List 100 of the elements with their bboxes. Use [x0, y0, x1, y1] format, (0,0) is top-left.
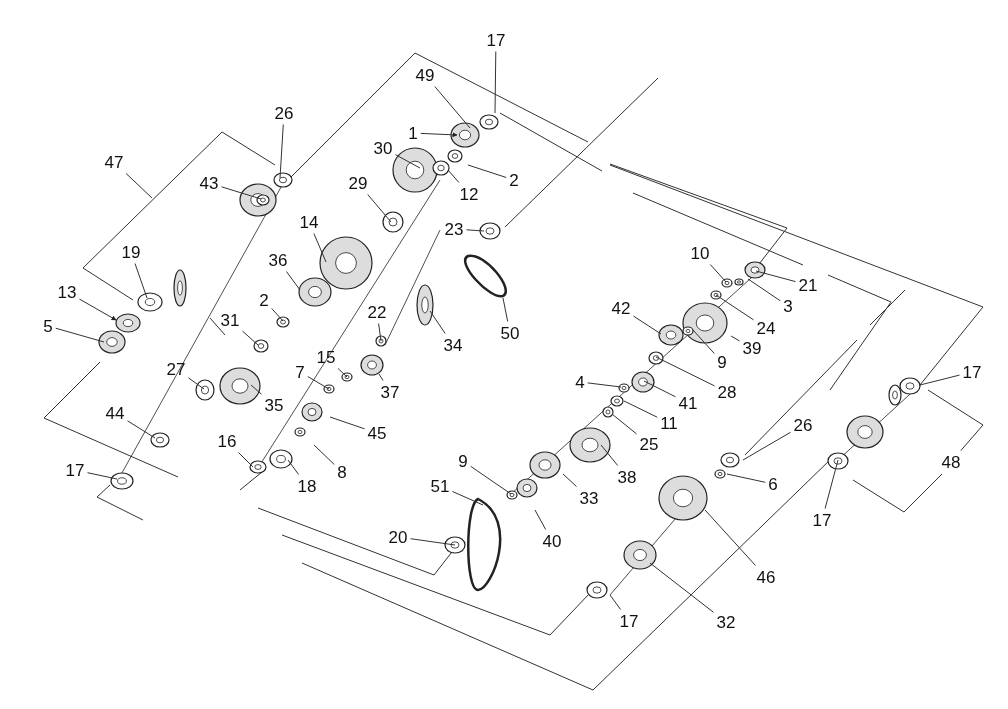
leader-line [452, 491, 484, 506]
leader-line [434, 86, 471, 129]
leader-line [307, 376, 330, 390]
leader-line [494, 51, 497, 114]
leader-line [337, 368, 348, 378]
callout-number: 21 [797, 275, 819, 295]
callout-number: 26 [792, 415, 814, 435]
leader-line [242, 330, 259, 346]
callout-number: 20 [387, 527, 409, 547]
leader-line [285, 271, 301, 291]
callout-number: 27 [165, 359, 187, 379]
leader-line [87, 472, 118, 480]
callout-number: 47 [103, 152, 125, 172]
callout-number: 41 [677, 393, 699, 413]
leader-line [611, 413, 637, 435]
leader-line [692, 329, 715, 354]
leader-line [279, 124, 284, 179]
callout-number: 51 [429, 476, 451, 496]
leader-line [919, 374, 960, 386]
callout-number: 15 [315, 347, 337, 367]
leader-line [447, 169, 460, 183]
callout-number: 3 [782, 296, 794, 316]
callout-number: 50 [499, 323, 521, 343]
callout-number: 46 [755, 567, 777, 587]
leader-line [55, 327, 105, 343]
leader-line [649, 562, 714, 613]
callout-number: 35 [263, 395, 285, 415]
leader-line [747, 278, 781, 302]
leader-line [250, 384, 262, 395]
callout-number: 17 [485, 30, 507, 50]
callout-number: 2 [258, 290, 270, 310]
callout-number: 12 [458, 184, 480, 204]
leader-line [221, 186, 262, 200]
leader-line [755, 270, 796, 283]
callout-number: 42 [610, 298, 632, 318]
callout-number: 6 [767, 474, 779, 494]
callout-number: 32 [715, 612, 737, 632]
callout-number: 26 [273, 103, 295, 123]
leader-line [587, 382, 622, 388]
callout-number: 4 [574, 372, 586, 392]
leader-line [287, 459, 300, 475]
leader-line [502, 297, 509, 322]
callout-number: 9 [457, 451, 469, 471]
leader-line [623, 400, 658, 418]
leader-line [655, 356, 715, 387]
leader-line [429, 310, 446, 334]
callout-number: 9 [716, 352, 728, 372]
callout-number: 28 [716, 382, 738, 402]
callout-number: 14 [298, 212, 320, 232]
callout-number: 34 [442, 335, 464, 355]
leader-line [467, 164, 507, 178]
callout-number: 31 [219, 310, 241, 330]
leader-line [730, 335, 740, 342]
leader-line [709, 264, 727, 283]
callout-number: 19 [120, 242, 142, 262]
callout-number: 37 [379, 382, 401, 402]
callout-number: 1 [407, 123, 419, 143]
callout-number: 7 [294, 362, 306, 382]
leader-line [79, 298, 117, 321]
leader-line [466, 229, 485, 232]
leader-line [824, 459, 839, 509]
leader-line [329, 416, 365, 430]
leader-line [600, 444, 619, 466]
callout-number: 11 [659, 413, 679, 433]
callout-number: 24 [755, 318, 777, 338]
callout-number: 30 [372, 138, 394, 158]
leader-line [313, 444, 335, 465]
callout-number: 22 [366, 302, 388, 322]
leader-line [420, 132, 458, 138]
leader-line [127, 420, 156, 439]
callout-number: 17 [961, 362, 983, 382]
leader-line [271, 308, 284, 322]
callout-number: 18 [296, 476, 318, 496]
callout-number: 38 [616, 467, 638, 487]
callout-number: 8 [336, 462, 348, 482]
callout-number: 5 [42, 316, 54, 336]
leader-line [633, 315, 662, 335]
leader-line [726, 473, 766, 483]
leader-line [134, 263, 148, 299]
leader-line [704, 509, 756, 566]
callout-number: 17 [811, 510, 833, 530]
callout-number: 45 [366, 423, 388, 443]
callout-number: 33 [578, 488, 600, 508]
leader-line [742, 431, 791, 461]
callout-number: 49 [414, 65, 436, 85]
callout-number: 43 [198, 173, 220, 193]
callout-number: 23 [443, 219, 465, 239]
leader-line [960, 424, 984, 451]
callout-number: 10 [689, 243, 711, 263]
leader-line [367, 194, 392, 223]
leader-line [125, 173, 153, 199]
leader-line [238, 452, 254, 468]
leader-line [470, 465, 512, 495]
leader-line [410, 538, 456, 546]
callout-number: 29 [347, 173, 369, 193]
leader-line [378, 373, 384, 381]
callout-number: 17 [64, 460, 86, 480]
leader-line [643, 380, 676, 398]
callout-number: 13 [56, 282, 78, 302]
callout-number: 36 [267, 250, 289, 270]
